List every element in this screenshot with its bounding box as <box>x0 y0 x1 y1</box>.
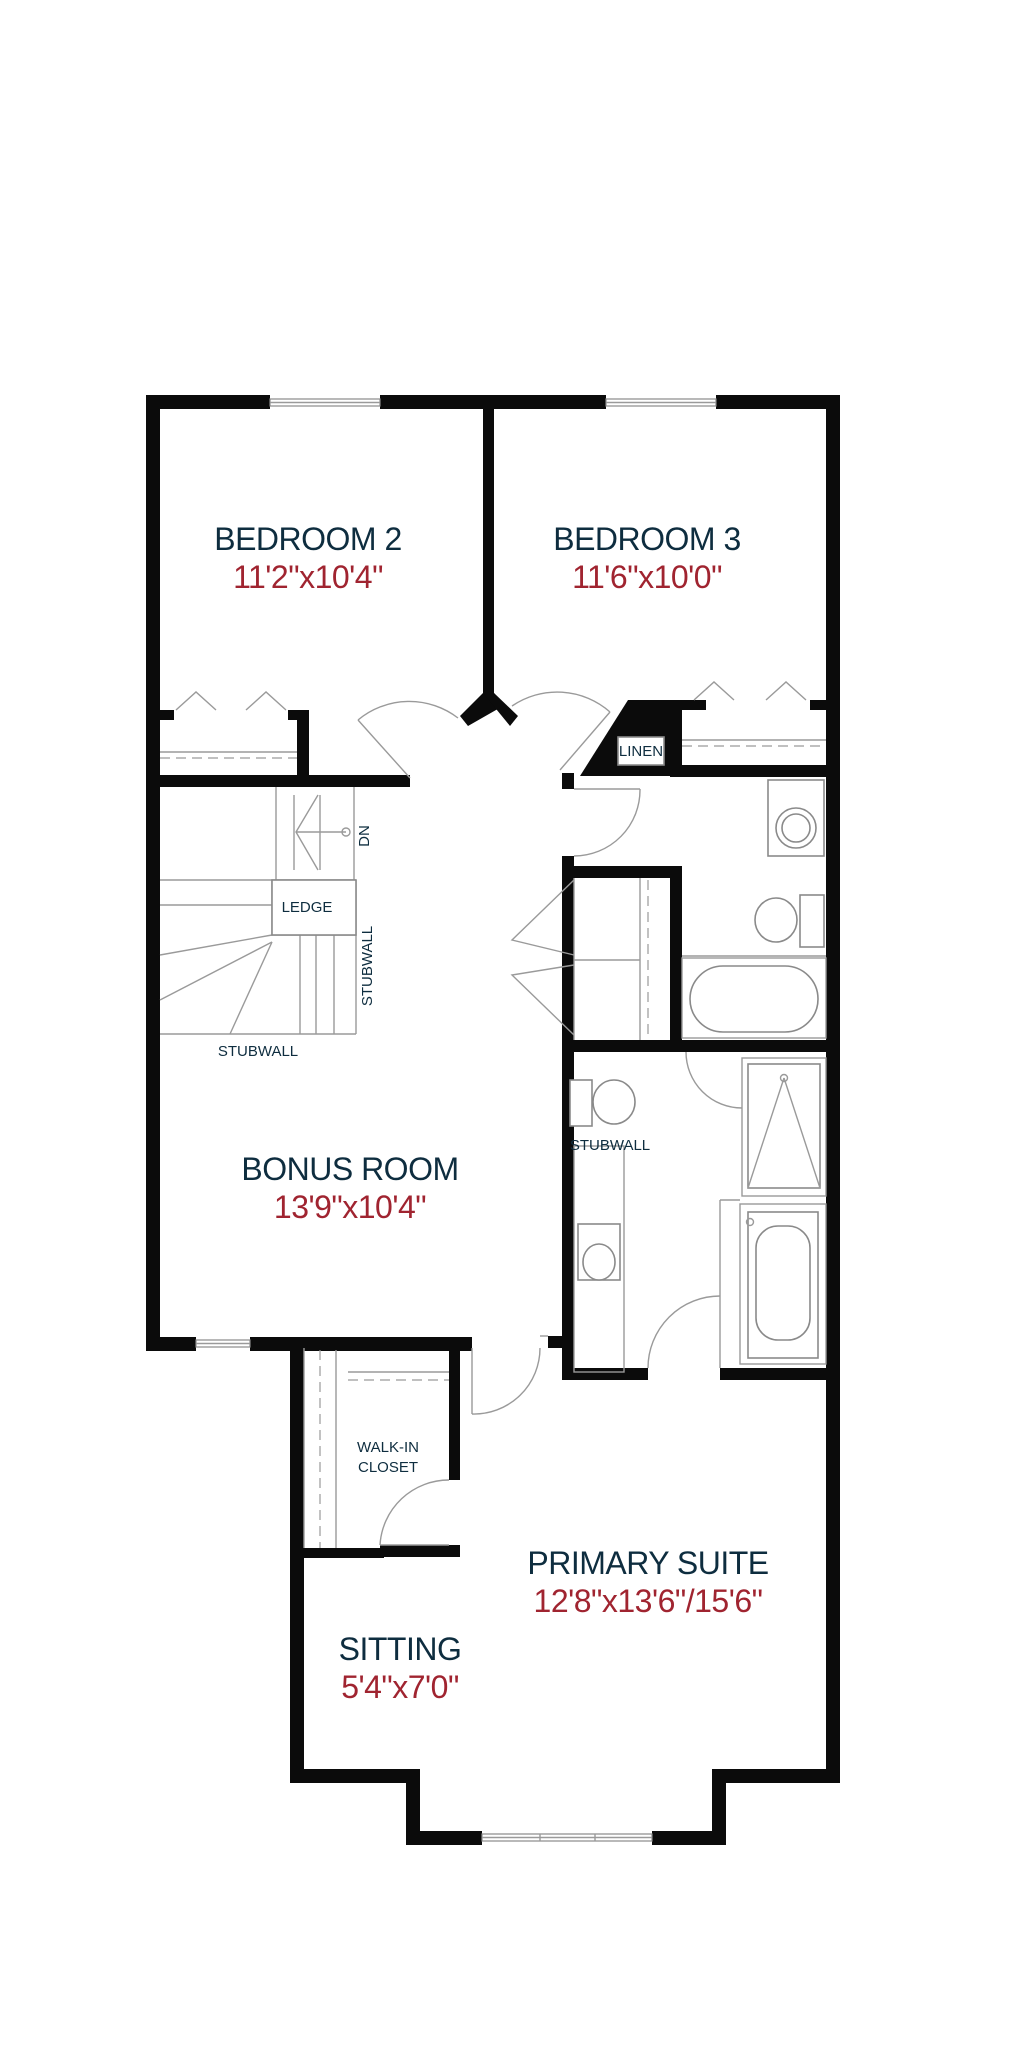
stubwall-ensuite-label: STUBWALL <box>570 1137 650 1154</box>
ensuite-fixtures <box>569 1057 827 1373</box>
stubwall-vertical-label: STUBWALL <box>359 926 376 1006</box>
main-bath-fixtures <box>681 779 827 1039</box>
ledge-label: LEDGE <box>282 899 333 916</box>
bedroom2-closet <box>160 691 297 759</box>
bonus-room-dimensions: 13'9"x10'4" <box>274 1189 426 1225</box>
linen-box <box>617 736 665 766</box>
bedroom-2-name: BEDROOM 2 <box>214 521 402 557</box>
walk-in-closet-label-line2: CLOSET <box>358 1459 418 1476</box>
primary-suite-name: PRIMARY SUITE <box>527 1545 768 1581</box>
windows <box>195 398 717 1842</box>
door-swings <box>357 691 743 1546</box>
primary-suite-dimensions: 12'8"x13'6"/15'6" <box>534 1583 763 1619</box>
stair-down-label: DN <box>356 825 373 847</box>
walk-in-closet <box>303 1348 449 1548</box>
walk-in-closet-label-line1: WALK-IN <box>357 1439 419 1456</box>
stubwall-stair-label: STUBWALL <box>218 1043 298 1060</box>
bedroom-2-dimensions: 11'2"x10'4" <box>233 559 383 595</box>
bedroom-3-dimensions: 11'6"x10'0" <box>572 559 722 595</box>
staircase <box>159 787 357 1035</box>
exterior-walls <box>146 395 840 1845</box>
linen-label: LINEN <box>619 743 663 760</box>
sitting-name: SITTING <box>339 1631 462 1667</box>
ledge-box <box>271 879 357 936</box>
hall-closet <box>510 878 649 1040</box>
bonus-room-name: BONUS ROOM <box>241 1151 458 1187</box>
sitting-dimensions: 5'4"x7'0" <box>341 1669 459 1705</box>
bedroom3-closet <box>682 681 826 747</box>
bedroom-3-name: BEDROOM 3 <box>553 521 741 557</box>
